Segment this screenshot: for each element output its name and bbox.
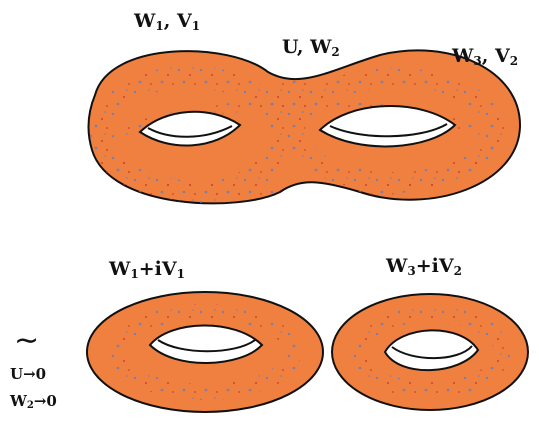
label-w3-plus-i-v2: W3+iV2	[386, 255, 462, 278]
bottom-right-torus	[331, 293, 529, 411]
tilde-equivalence-sign: ∼	[14, 323, 40, 358]
label-w1-v1: W1, V1	[134, 10, 201, 33]
bottom-left-torus-hole	[148, 324, 264, 364]
limit-u-to-zero: U→0	[10, 365, 47, 383]
label-w1-plus-i-v1: W1+iV1	[109, 258, 185, 281]
bottom-left-torus	[86, 291, 324, 413]
label-u-w2: U, W2	[282, 36, 340, 59]
right-handle-hole	[318, 105, 457, 148]
left-handle-hole	[138, 110, 242, 147]
label-w3-v2: W3, V2	[452, 45, 519, 68]
limit-w2-to-zero: W2→0	[10, 392, 57, 411]
genus-two-surface	[87, 49, 522, 205]
bottom-right-torus-hole	[383, 329, 480, 372]
